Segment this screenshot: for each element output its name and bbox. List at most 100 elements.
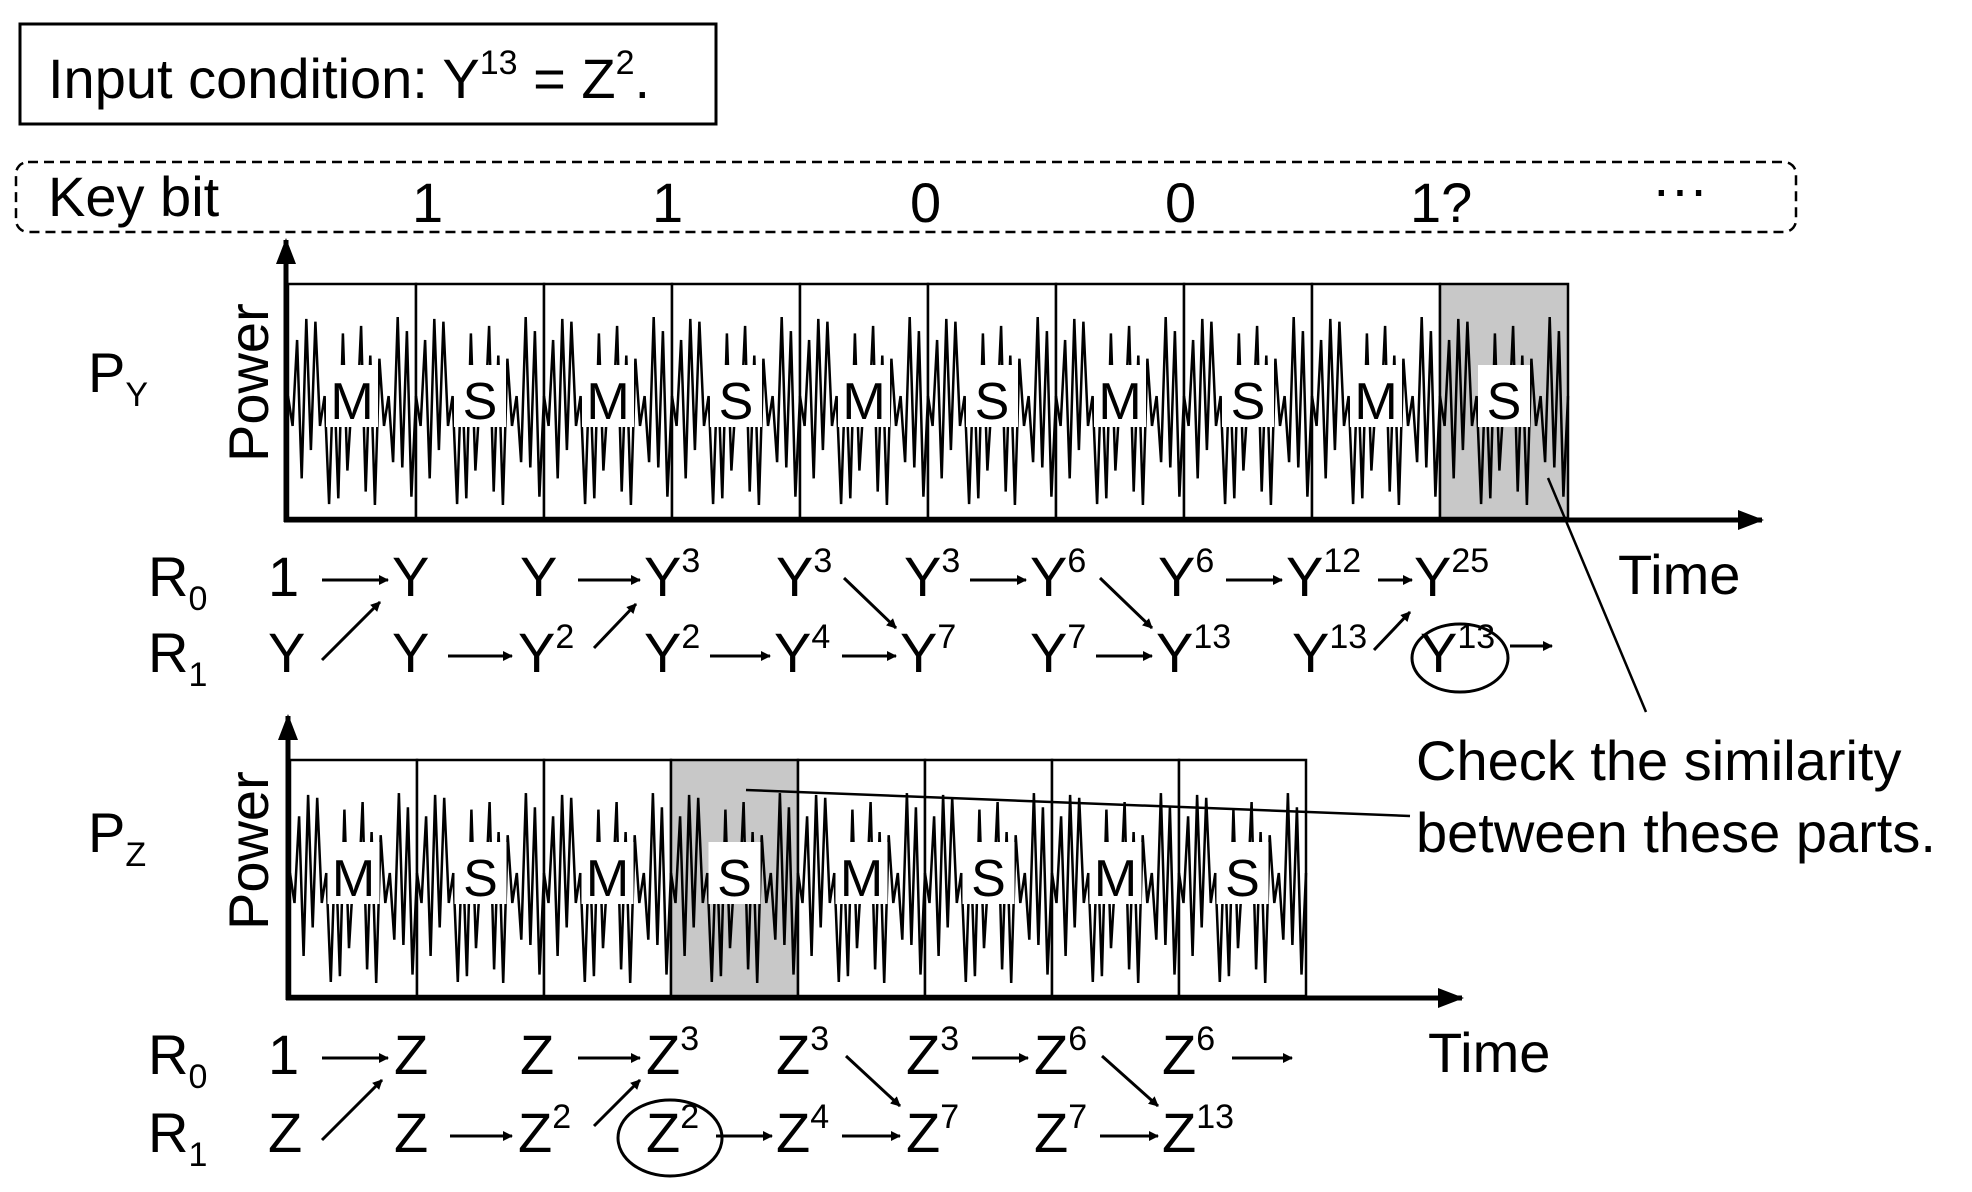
y-sequence-r1: Y Y Y2 Y2 Y4 Y7 Y7 Y13 Y13 Y13 <box>268 576 1553 694</box>
y-r1-term: Y2 <box>644 618 700 684</box>
y-r1-term: Y13 <box>1292 618 1367 684</box>
y-r0-term: Y <box>392 545 429 608</box>
trace-y-cell-square: S <box>670 282 802 520</box>
y-r0-term: Y25 <box>1414 542 1489 608</box>
z-r1-label: R1 <box>148 1101 207 1174</box>
trace-y-op-label-bg <box>1478 365 1530 427</box>
key-bit-row: Key bit 1 1 0 0 1? ··· <box>14 157 1798 234</box>
trace-z-op-label-bg <box>1089 842 1142 904</box>
trace-z-op-label: S <box>463 850 498 908</box>
trace-z-op-label-bg <box>581 842 634 904</box>
trace-z-op-label-bg <box>454 842 507 904</box>
trace-y-label: PY <box>88 341 148 414</box>
z-r0-label: R0 <box>148 1023 207 1096</box>
trace-z-op-label-bg <box>327 842 380 904</box>
trace-y-op-label-bg <box>1350 365 1402 427</box>
trace-y-op-label: S <box>975 373 1010 431</box>
trace-z-op-label: M <box>586 850 629 908</box>
trace-y-op-label: M <box>1354 373 1397 431</box>
z-r0-term: Z6 <box>1034 1020 1087 1086</box>
trace-y-op-label: M <box>586 373 629 431</box>
y-r1-term: Y13 <box>1420 618 1495 684</box>
y-r0-term: Y3 <box>776 542 832 608</box>
trace-y-cell-multiply: M <box>798 282 930 520</box>
z-r1-term: Z2 <box>646 1098 699 1164</box>
trace-z-axis-label: Power <box>217 771 280 930</box>
trace-z-op-label: M <box>332 850 375 908</box>
trace-y-op-label: S <box>719 373 754 431</box>
z-r1-term: Z <box>394 1101 428 1164</box>
input-condition-text: Input condition: Y13 = Z2. <box>48 44 650 110</box>
y-r1-label: R1 <box>148 621 207 694</box>
trace-z-cell-multiply: M <box>1050 758 1181 998</box>
z-r1-term: Z4 <box>776 1098 829 1164</box>
z-sequence-r1: Z Z Z2 Z2 Z4 Z7 Z7 Z13 <box>268 1054 1234 1178</box>
trace-y-op-label: S <box>463 373 498 431</box>
trace-y-cell-square: S <box>414 282 546 520</box>
z-r0-term: 1 <box>268 1023 299 1086</box>
key-bit-4: 0 <box>1165 171 1196 234</box>
z-sequence-r0: 1 Z Z Z3 Z3 Z3 Z6 Z6 <box>268 1020 1293 1086</box>
trace-y-op-label: M <box>842 373 885 431</box>
trace-z-op-label-bg <box>708 842 761 904</box>
z-r1-term: Z2 <box>518 1098 571 1164</box>
z-r0-term: Z3 <box>776 1020 829 1086</box>
trace-y-op-label-bg <box>838 365 890 427</box>
trace-y-op-label-bg <box>710 365 762 427</box>
z2-circle <box>616 1098 724 1178</box>
trace-z-op-label: S <box>971 850 1006 908</box>
annotation-line2: between these parts. <box>1416 801 1936 864</box>
trace-z-cell-multiply: M <box>288 758 419 998</box>
trace-z-op-label-bg <box>835 842 888 904</box>
trace-z-op-label: M <box>840 850 883 908</box>
z-r1-term: Z7 <box>906 1098 959 1164</box>
input-condition-box: Input condition: Y13 = Z2. <box>18 22 718 126</box>
z-r0-term: Z <box>394 1023 428 1086</box>
y-r0-term: Y6 <box>1158 542 1214 608</box>
y-r1-term: Y7 <box>1030 618 1086 684</box>
y-r0-term: Y3 <box>904 542 960 608</box>
z-r0-term: Z <box>520 1023 554 1086</box>
trace-y-op-label-bg <box>326 365 378 427</box>
trace-y-op-label-bg <box>582 365 634 427</box>
trace-z-cell-square: S <box>415 758 546 998</box>
trace-z-op-label-bg <box>962 842 1015 904</box>
key-bit-2: 1 <box>652 171 683 234</box>
key-bit-label: Key bit <box>48 165 220 228</box>
annotation-line-y <box>1546 477 1648 713</box>
trace-z-label: PZ <box>88 801 146 874</box>
trace-z-time-label: Time <box>1428 1021 1550 1084</box>
trace-y-cell-multiply: M <box>1310 282 1442 520</box>
key-bit-1: 1 <box>412 171 443 234</box>
trace-y-cell-multiply: M <box>1054 282 1186 520</box>
trace-z-op-label-bg <box>1216 842 1269 904</box>
y-r1-term: Y4 <box>774 618 830 684</box>
trace-y-op-label: M <box>330 373 373 431</box>
y-r0-term: Y3 <box>644 542 700 608</box>
z-r0-term: Z3 <box>906 1020 959 1086</box>
y-r0-label: R0 <box>148 545 207 618</box>
trace-y-cell-square: S <box>1438 282 1570 520</box>
trace-z-op-label: M <box>1094 850 1137 908</box>
trace-y-cell-multiply: M <box>542 282 674 520</box>
trace-y-op-label: S <box>1231 373 1266 431</box>
trace-z-op-label: S <box>717 850 752 908</box>
trace-y-op-label-bg <box>454 365 506 427</box>
trace-y-op-label: M <box>1098 373 1141 431</box>
z-r1-term: Z <box>268 1101 302 1164</box>
trace-y-cell-square: S <box>1182 282 1314 520</box>
trace-y-cell-square: S <box>926 282 1058 520</box>
trace-z-cell-square: S <box>669 758 800 998</box>
y-r0-term: Y <box>520 545 557 608</box>
y-r0-term: 1 <box>268 545 299 608</box>
trace-y-axis-label: Power <box>217 303 280 462</box>
annotation-line1: Check the similarity <box>1416 729 1901 792</box>
z-r0-term: Z6 <box>1162 1020 1215 1086</box>
y-r1-term: Y <box>392 621 429 684</box>
key-bit-3: 0 <box>910 171 941 234</box>
y-r1-term: Y13 <box>1156 618 1231 684</box>
trace-y-op-label-bg <box>1094 365 1146 427</box>
